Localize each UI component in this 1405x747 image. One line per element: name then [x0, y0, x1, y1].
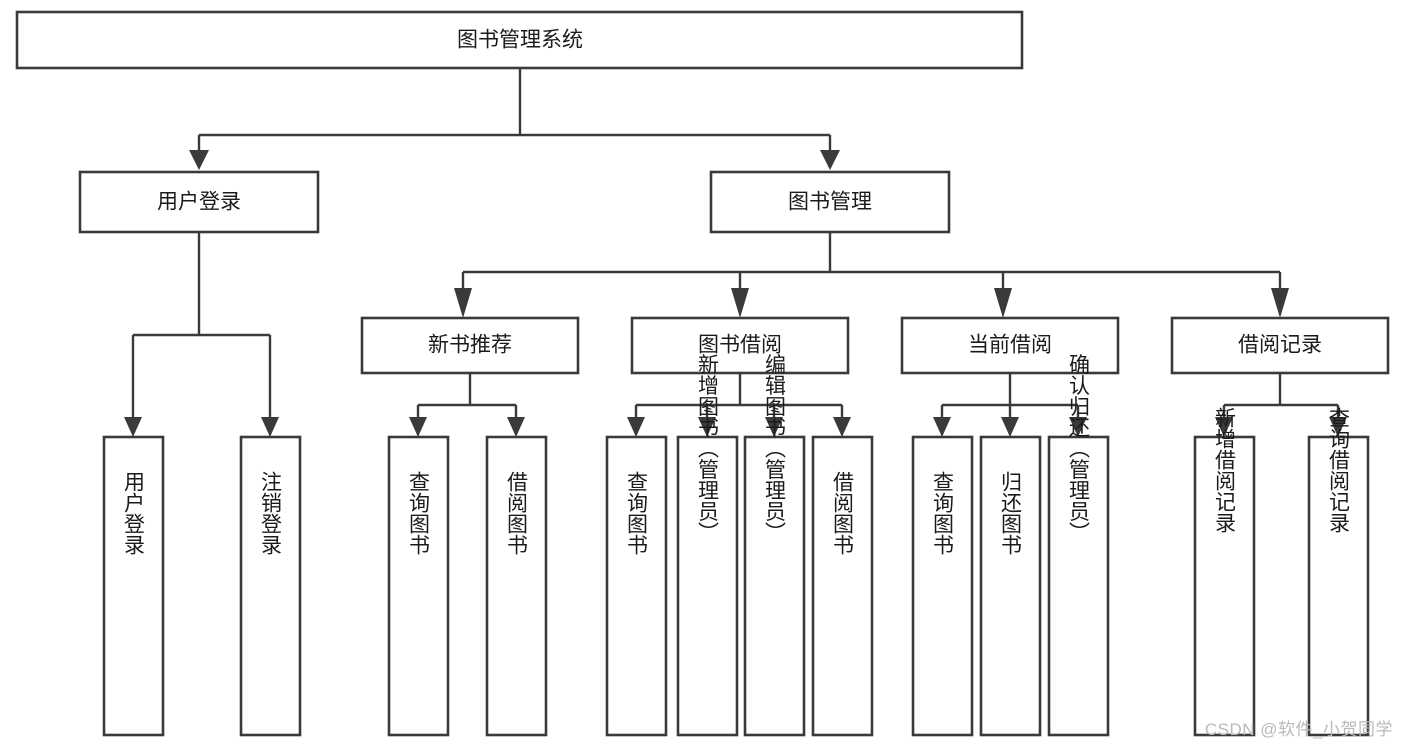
node-leaf-user-login-box[interactable] [102, 435, 165, 737]
node-leaf-add-record[interactable]: 新增借阅记录 [1193, 407, 1256, 737]
node-leaf-user-login-label: 用户登录 [122, 471, 146, 555]
arrow-head-book-borrow [731, 288, 749, 318]
arrow-head-leaf-borrow-book-2 [833, 417, 851, 437]
node-leaf-borrow-book-1[interactable]: 借阅图书 [485, 435, 548, 737]
node-leaf-borrow-book-1-box[interactable] [485, 435, 548, 737]
arrow-head-leaf-user-login [124, 417, 142, 437]
node-leaf-return-book-box[interactable] [979, 435, 1042, 737]
node-leaf-return-book-label: 归还图书 [999, 471, 1023, 555]
node-leaf-query-book-1-label: 查询图书 [407, 471, 431, 555]
node-leaf-return-book[interactable]: 归还图书 [979, 435, 1042, 737]
arrow-head-leaf-query-book-1 [409, 417, 427, 437]
node-leaf-add-record-label: 新增借阅记录 [1213, 407, 1237, 533]
node-leaf-user-login[interactable]: 用户登录 [102, 435, 165, 737]
node-leaf-query-record-box[interactable] [1307, 435, 1370, 737]
node-leaf-logout-box[interactable] [239, 435, 302, 737]
arrow-head-leaf-logout [261, 417, 279, 437]
arrow-head-user-login [189, 150, 209, 170]
node-leaf-query-record-label: 查询借阅记录 [1327, 407, 1351, 533]
node-leaf-query-book-2[interactable]: 查询图书 [605, 435, 668, 737]
arrow-head-leaf-edit-book [765, 417, 783, 437]
node-leaf-query-book-2-box[interactable] [605, 435, 668, 737]
node-leaf-add-record-box[interactable] [1193, 435, 1256, 737]
node-leaf-logout-label: 注销登录 [259, 471, 283, 555]
arrow-head-leaf-query-book-3 [933, 417, 951, 437]
node-book-borrow[interactable]: 图书借阅 [630, 316, 850, 375]
connector-book-manage-to-level3 [454, 232, 1289, 318]
connector-borrow-record-to-leaves [1215, 373, 1347, 437]
node-book-borrow-box[interactable] [630, 316, 850, 375]
node-leaf-query-book-2-label: 查询图书 [625, 471, 649, 555]
node-leaf-query-record[interactable]: 查询借阅记录 [1307, 407, 1370, 737]
arrow-head-leaf-borrow-book-1 [507, 417, 525, 437]
node-leaf-edit-book[interactable]: 编辑图书（管理员） [743, 354, 806, 737]
connector-book-borrow-to-leaves [627, 373, 851, 437]
connector-new-book-recommend-to-leaves [409, 373, 525, 437]
arrow-head-borrow-record [1271, 288, 1289, 318]
arrow-head-new-book-recommend [454, 288, 472, 318]
node-borrow-record-box[interactable] [1170, 316, 1390, 375]
node-current-borrow[interactable]: 当前借阅 [900, 316, 1120, 375]
arrow-head-leaf-return-book [1001, 417, 1019, 437]
node-new-book-recommend-box[interactable] [360, 316, 580, 375]
node-leaf-query-book-1-box[interactable] [387, 435, 450, 737]
csdn-watermark: CSDN @软件_小贺同学 [1204, 720, 1393, 739]
node-leaf-query-book-3-label: 查询图书 [931, 471, 955, 555]
node-book-manage-box[interactable] [709, 170, 951, 234]
arrow-head-leaf-add-book [698, 417, 716, 437]
node-borrow-record-label: 借阅记录 [1238, 334, 1322, 357]
node-leaf-borrow-book-2-box[interactable] [811, 435, 874, 737]
node-user-login-box[interactable] [78, 170, 320, 234]
arrow-head-leaf-query-record [1329, 417, 1347, 437]
arrow-head-leaf-confirm-return [1069, 417, 1087, 437]
node-leaf-add-book-box[interactable] [676, 435, 739, 737]
connector-root-to-level2 [189, 68, 840, 170]
node-book-manage[interactable]: 图书管理 [709, 170, 951, 234]
connector-user-login-to-leaves [124, 232, 279, 437]
node-leaf-query-book-1[interactable]: 查询图书 [387, 435, 450, 737]
node-user-login[interactable]: 用户登录 [78, 170, 320, 234]
node-new-book-recommend-label: 新书推荐 [428, 334, 512, 357]
node-new-book-recommend[interactable]: 新书推荐 [360, 316, 580, 375]
node-leaf-confirm-return-label: 确认归还（管理员） [1067, 354, 1091, 543]
node-root-system-label: 图书管理系统 [457, 29, 583, 52]
node-book-borrow-label: 图书借阅 [698, 334, 782, 357]
node-book-manage-label: 图书管理 [788, 191, 872, 214]
node-root-system-box[interactable] [15, 10, 1024, 70]
arrow-head-leaf-query-book-2 [627, 417, 645, 437]
node-leaf-confirm-return[interactable]: 确认归还（管理员） [1047, 354, 1110, 737]
node-leaf-confirm-return-box[interactable] [1047, 435, 1110, 737]
node-leaf-borrow-book-1-label: 借阅图书 [505, 471, 529, 555]
node-root-system[interactable]: 图书管理系统 [15, 10, 1024, 70]
arrow-head-book-manage [820, 150, 840, 170]
node-leaf-add-book-label: 新增图书（管理员） [696, 354, 720, 543]
node-leaf-add-book[interactable]: 新增图书（管理员） [676, 354, 739, 737]
node-leaf-borrow-book-2-label: 借阅图书 [831, 471, 855, 555]
node-leaf-query-book-3[interactable]: 查询图书 [911, 435, 974, 737]
node-leaf-borrow-book-2[interactable]: 借阅图书 [811, 435, 874, 737]
node-leaf-logout[interactable]: 注销登录 [239, 435, 302, 737]
node-current-borrow-box[interactable] [900, 316, 1120, 375]
node-leaf-edit-book-box[interactable] [743, 435, 806, 737]
node-user-login-label: 用户登录 [157, 191, 241, 214]
node-borrow-record[interactable]: 借阅记录 [1170, 316, 1390, 375]
arrow-head-current-borrow [994, 288, 1012, 318]
arrow-head-leaf-add-record [1215, 417, 1233, 437]
node-leaf-query-book-3-box[interactable] [911, 435, 974, 737]
node-leaf-edit-book-label: 编辑图书（管理员） [763, 354, 787, 543]
node-current-borrow-label: 当前借阅 [968, 334, 1052, 357]
connector-current-borrow-to-leaves [933, 373, 1087, 437]
